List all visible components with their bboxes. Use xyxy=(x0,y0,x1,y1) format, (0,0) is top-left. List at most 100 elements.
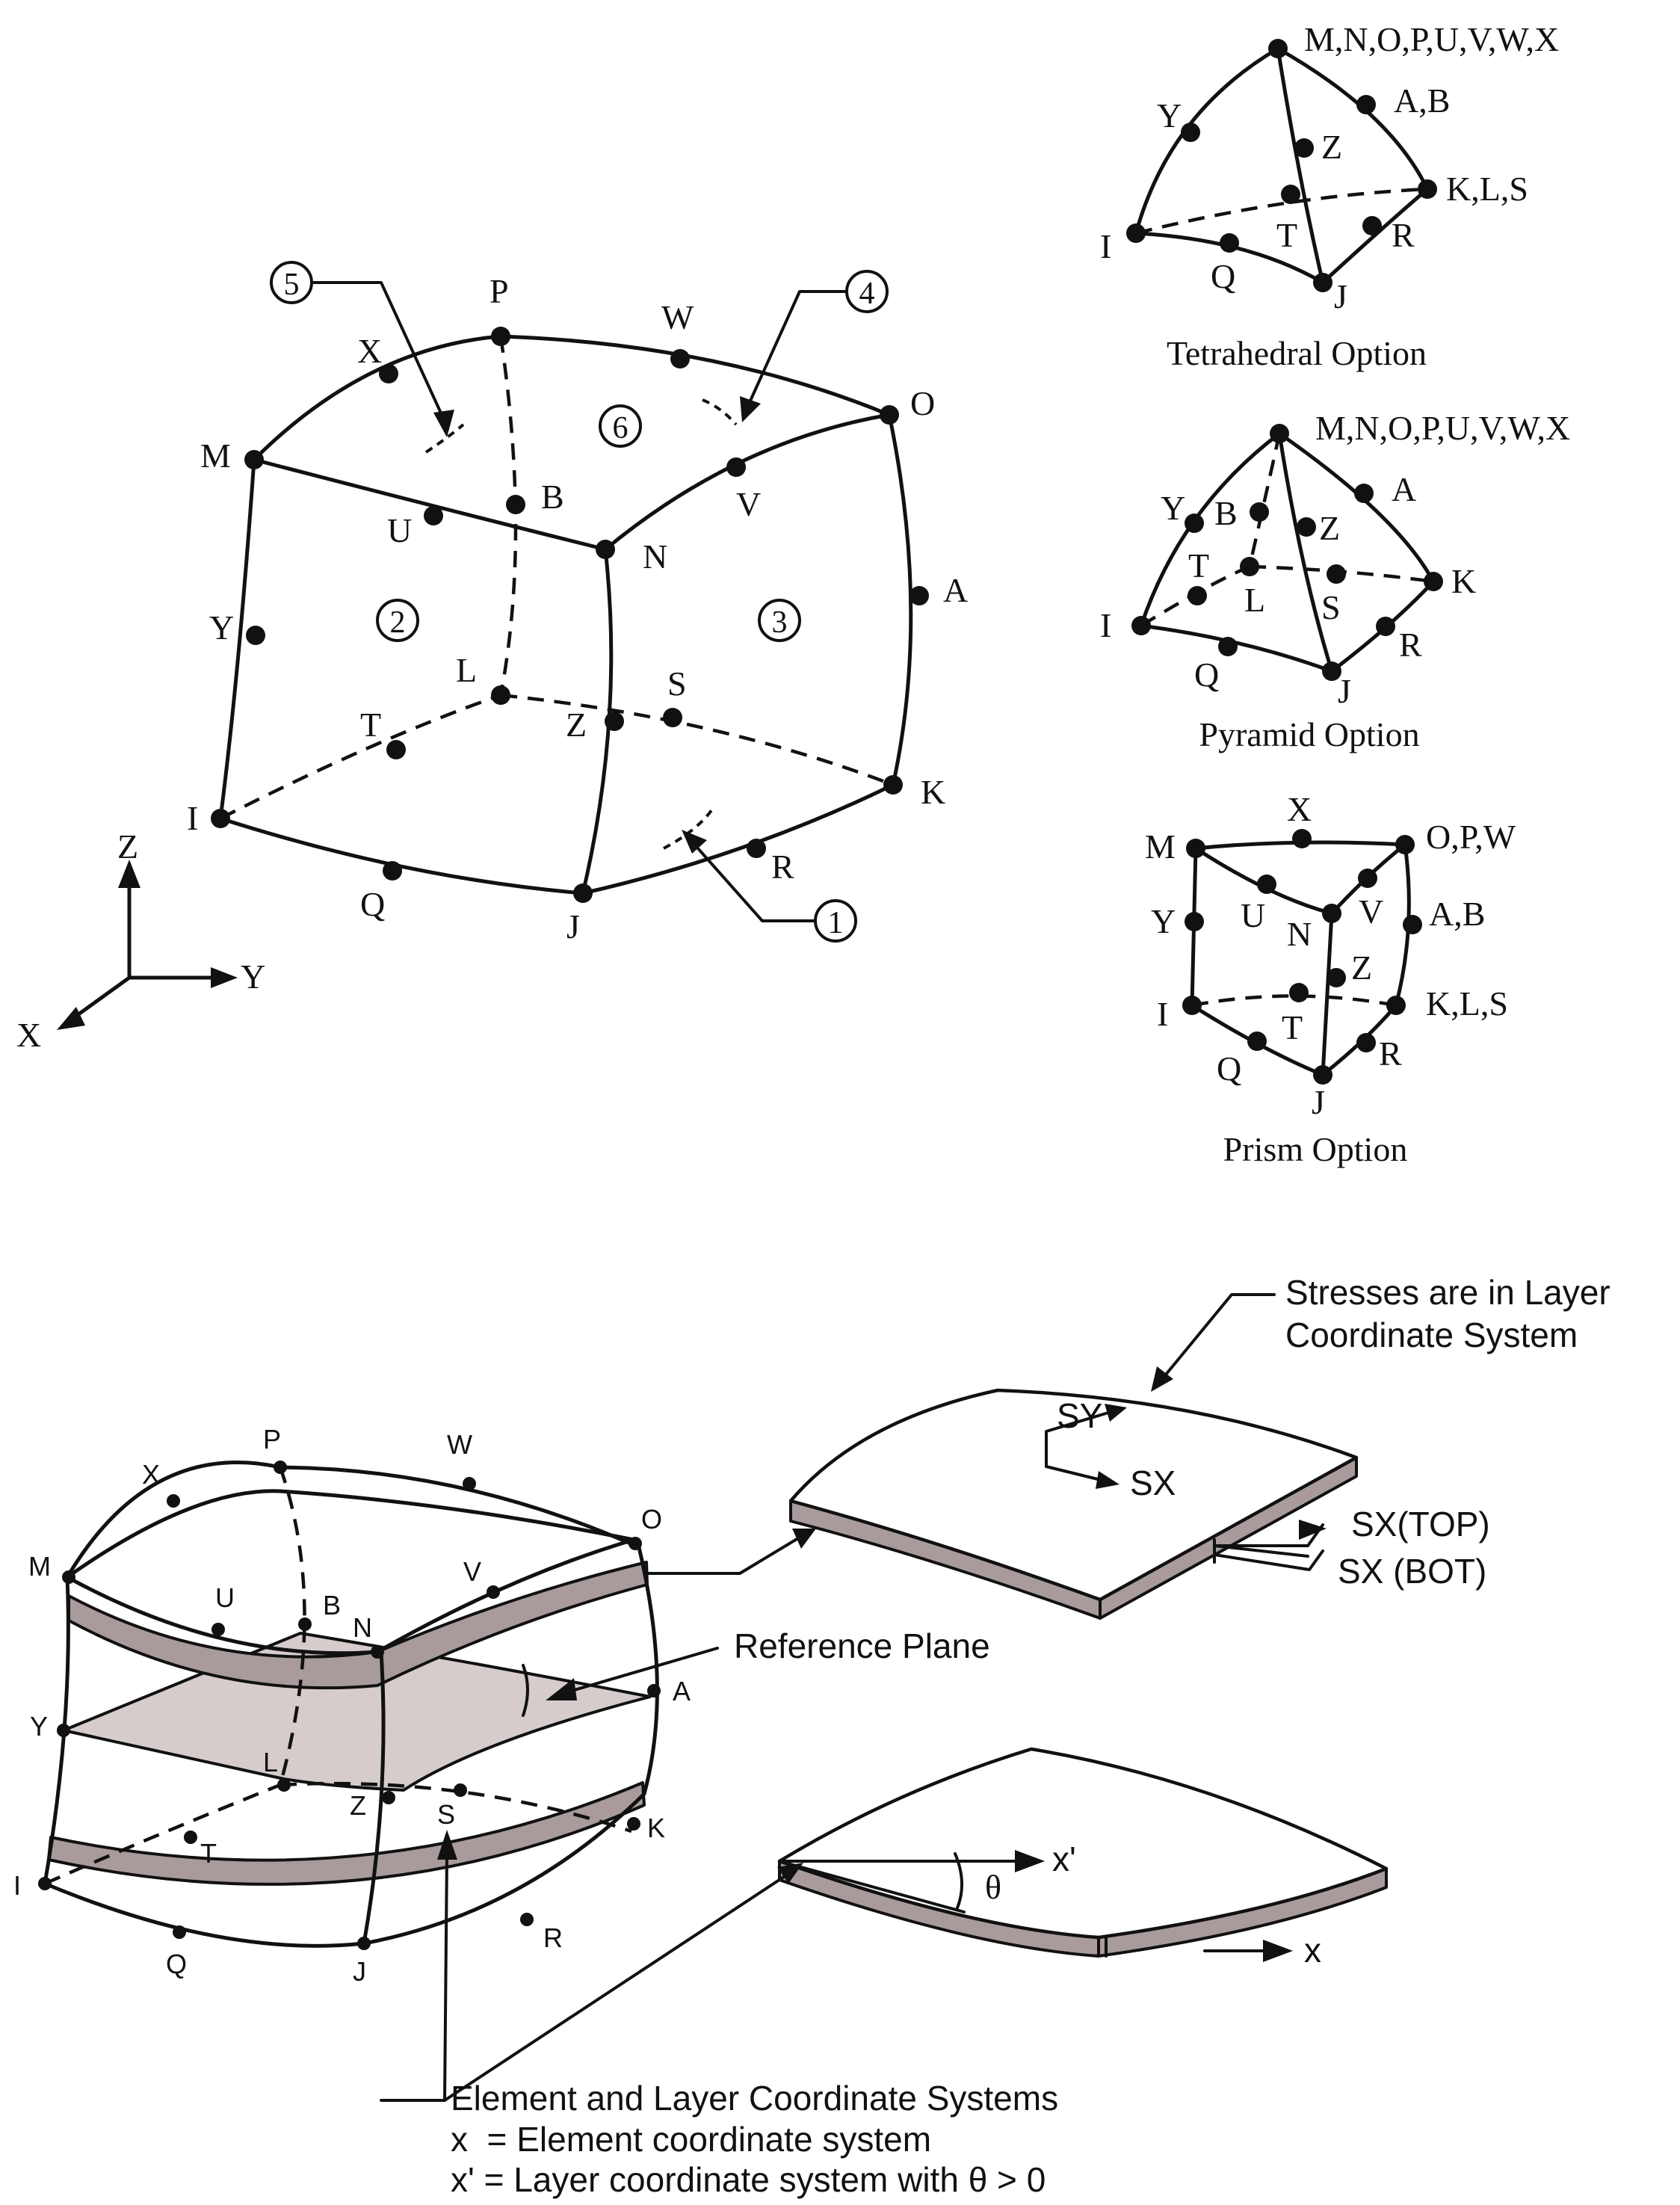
svg-text:Q: Q xyxy=(166,1949,187,1979)
svg-text:Q: Q xyxy=(1211,257,1235,295)
node-r xyxy=(747,839,766,858)
svg-text:W: W xyxy=(447,1429,472,1460)
svg-text:I: I xyxy=(13,1870,21,1901)
svg-text:R: R xyxy=(543,1922,563,1953)
coord-title: Element and Layer Coordinate Systems xyxy=(451,2079,1058,2118)
svg-text:2: 2 xyxy=(390,605,406,640)
global-axes: Z Y X xyxy=(16,827,265,1054)
svg-text:J: J xyxy=(1312,1083,1325,1121)
svg-text:Z: Z xyxy=(1321,128,1342,166)
svg-text:L: L xyxy=(1244,581,1265,619)
face-6: 6 xyxy=(599,404,642,448)
node-n xyxy=(596,540,615,559)
stress-note-line2: Coordinate System xyxy=(1285,1316,1578,1354)
pyramid-option: M,N,O,P,U,V,W,X Y B A Z T L S K I Q R J … xyxy=(1100,409,1570,753)
node-a xyxy=(910,586,929,605)
svg-text:Z: Z xyxy=(1319,509,1340,547)
svg-text:I: I xyxy=(1100,606,1111,644)
prism-caption: Prism Option xyxy=(1223,1130,1408,1168)
svg-text:A: A xyxy=(1392,470,1416,508)
label-z: Z xyxy=(566,706,587,744)
svg-text:3: 3 xyxy=(772,605,788,640)
label-p: P xyxy=(490,272,509,310)
node-l xyxy=(491,685,510,705)
svg-text:O,P,W: O,P,W xyxy=(1426,818,1516,856)
axis-y-label: Y xyxy=(241,957,265,996)
node-z xyxy=(605,712,624,731)
node-v xyxy=(726,457,746,477)
node-k xyxy=(883,775,903,795)
svg-text:Y: Y xyxy=(1157,96,1182,135)
coordinate-systems-callout: Element and Layer Coordinate Systems x =… xyxy=(380,1830,1058,2199)
svg-text:Y: Y xyxy=(1151,902,1176,940)
sy-label: SY xyxy=(1057,1396,1102,1435)
svg-text:K: K xyxy=(647,1813,665,1843)
node-b xyxy=(506,495,525,514)
svg-text:A,B: A,B xyxy=(1394,81,1450,120)
svg-text:B: B xyxy=(1214,494,1238,532)
pyramid-caption: Pyramid Option xyxy=(1199,715,1419,753)
hexahedron-element: M N O P I J K L X W V U Y A B Z T S Q R … xyxy=(16,261,968,1054)
node-j xyxy=(573,883,593,903)
label-l: L xyxy=(456,651,477,689)
axis-z-label: Z xyxy=(117,827,138,866)
face-1-callout: 1 xyxy=(663,806,857,943)
x-prime-label: x' xyxy=(1052,1839,1076,1878)
face-2: 2 xyxy=(376,599,419,642)
svg-text:Q: Q xyxy=(1217,1049,1241,1088)
svg-text:X: X xyxy=(1287,790,1312,828)
svg-text:N: N xyxy=(353,1612,372,1643)
label-y: Y xyxy=(209,608,234,647)
label-b: B xyxy=(541,478,564,516)
face-3: 3 xyxy=(758,599,801,642)
node-p xyxy=(491,327,510,346)
svg-text:K,L,S: K,L,S xyxy=(1446,170,1528,208)
node-w xyxy=(670,349,690,368)
svg-text:S: S xyxy=(437,1799,455,1830)
node-m xyxy=(244,450,264,469)
svg-text:V: V xyxy=(1359,892,1383,931)
node-x xyxy=(379,364,398,383)
svg-text:T: T xyxy=(1282,1008,1303,1046)
svg-text:6: 6 xyxy=(613,411,629,445)
label-w: W xyxy=(661,298,694,336)
svg-text:M: M xyxy=(28,1551,51,1582)
svg-text:U: U xyxy=(215,1582,235,1613)
svg-text:V: V xyxy=(463,1556,481,1587)
node-u xyxy=(424,506,443,525)
x-axis-label: x xyxy=(1304,1931,1321,1970)
svg-text:T: T xyxy=(1276,216,1297,254)
theta-label: θ xyxy=(985,1868,1001,1906)
sx-bot-label: SX (BOT) xyxy=(1338,1552,1486,1591)
svg-text:A,B: A,B xyxy=(1429,895,1485,933)
svg-text:I: I xyxy=(1100,227,1111,265)
sx-top-label: SX(TOP) xyxy=(1351,1505,1490,1544)
svg-text:U: U xyxy=(1241,896,1265,934)
svg-text:J: J xyxy=(1334,277,1347,315)
tetrahedral-option: M,N,O,P,U,V,W,X Y A,B Z K,L,S I T R Q J … xyxy=(1100,20,1559,372)
node-q xyxy=(383,861,402,881)
svg-text:J: J xyxy=(1338,672,1351,710)
label-q: Q xyxy=(360,885,385,923)
face-4-callout: 4 xyxy=(702,270,889,426)
svg-text:T: T xyxy=(200,1838,217,1869)
prism-option: M X O,P,W U V A,B Y N Z I K,L,S T Q R J … xyxy=(1145,790,1516,1168)
svg-text:T: T xyxy=(1188,546,1209,585)
svg-text:S: S xyxy=(1321,588,1341,626)
svg-text:R: R xyxy=(1399,626,1422,664)
svg-text:4: 4 xyxy=(859,277,875,311)
label-n: N xyxy=(643,537,667,576)
svg-text:R: R xyxy=(1392,216,1415,254)
coordinate-layer-slab: x' θ x xyxy=(777,1747,1389,1970)
axis-x-label: X xyxy=(16,1016,41,1054)
svg-text:J: J xyxy=(353,1956,366,1987)
svg-text:R: R xyxy=(1379,1034,1402,1073)
label-a: A xyxy=(943,571,968,609)
svg-text:Y: Y xyxy=(30,1711,48,1742)
reference-plane-label: Reference Plane xyxy=(734,1626,990,1665)
face-5-callout: 5 xyxy=(270,261,465,454)
svg-text:A: A xyxy=(673,1676,691,1706)
layered-element: P W X O M V U B N A Y L Z S T K I Q J R … xyxy=(13,1424,990,1987)
svg-text:B: B xyxy=(323,1590,341,1620)
